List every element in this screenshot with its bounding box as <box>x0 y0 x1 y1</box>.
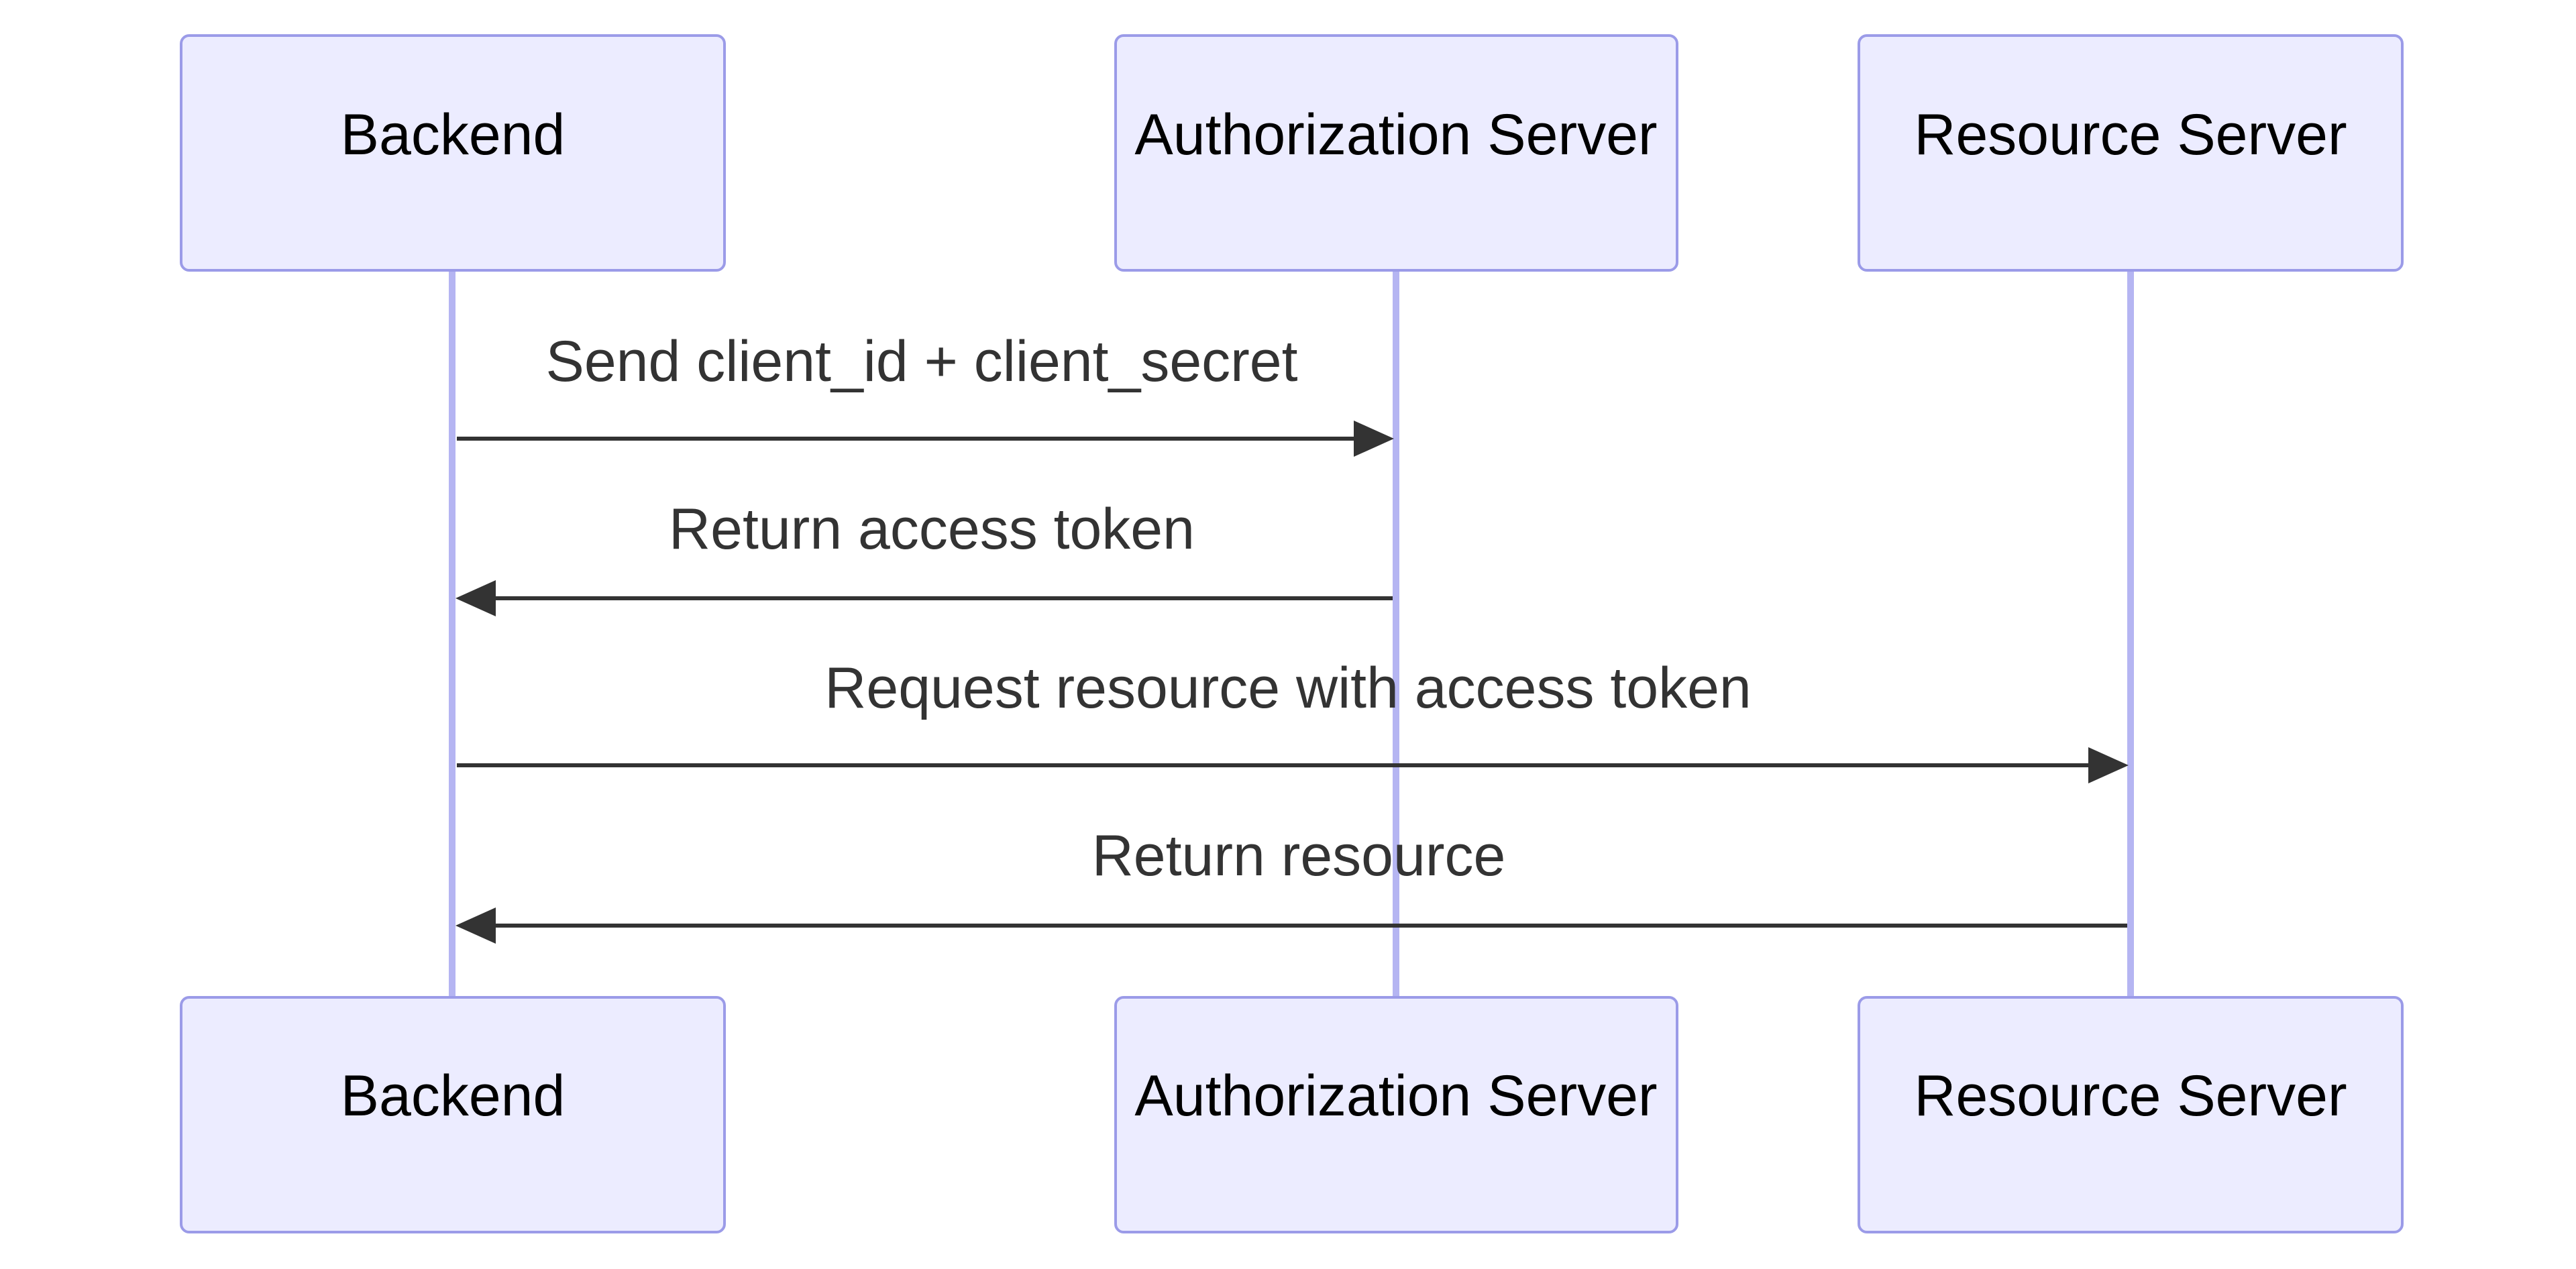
actor-label: Authorization Server <box>1134 1064 1657 1128</box>
message-label: Request resource with access token <box>824 656 1751 720</box>
message-send-credentials: Send client_id + client_secret <box>457 329 1394 457</box>
actor-label: Resource Server <box>1914 1064 2347 1128</box>
arrowhead <box>455 580 496 616</box>
actor-label: Authorization Server <box>1134 103 1657 167</box>
actor-authorization-server-top: Authorization Server <box>1114 34 1678 272</box>
message-label: Send client_id + client_secret <box>545 329 1297 394</box>
arrowhead <box>1354 421 1394 457</box>
actor-box <box>1114 996 1678 1233</box>
actor-authorization-server-bottom: Authorization Server <box>1114 996 1678 1233</box>
actor-backend-top: Backend <box>180 34 726 272</box>
actor-resource-server-bottom: Resource Server <box>1858 996 2404 1233</box>
message-return-access-token: Return access token <box>455 497 1393 616</box>
arrowhead <box>455 907 496 944</box>
actor-label: Backend <box>341 103 566 167</box>
actor-box <box>1858 996 2404 1233</box>
actor-box <box>180 34 726 272</box>
actor-box <box>1114 34 1678 272</box>
actor-box <box>180 996 726 1233</box>
actor-box <box>1858 34 2404 272</box>
actor-label: Backend <box>341 1064 566 1128</box>
message-return-resource: Return resource <box>455 824 2127 944</box>
actor-backend-bottom: Backend <box>180 996 726 1233</box>
actor-resource-server-top: Resource Server <box>1858 34 2404 272</box>
message-request-resource: Request resource with access token <box>457 656 2129 783</box>
actor-label: Resource Server <box>1914 103 2347 167</box>
message-label: Return resource <box>1092 824 1506 888</box>
message-label: Return access token <box>669 497 1195 561</box>
arrowhead <box>2088 747 2129 783</box>
